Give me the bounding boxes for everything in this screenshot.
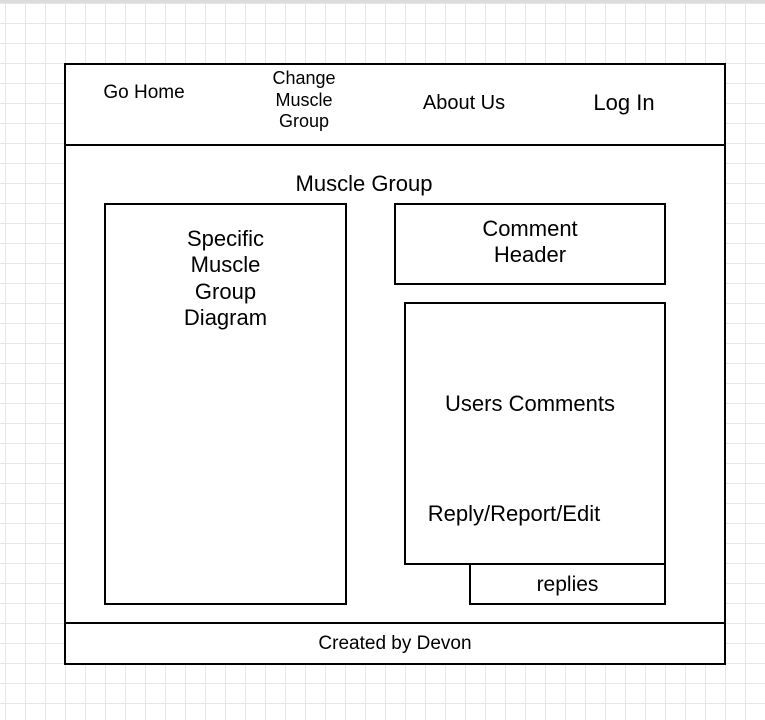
nav-change-muscle-group[interactable]: Change Muscle Group <box>272 68 336 132</box>
footer-credit: Created by Devon <box>318 633 472 654</box>
replies-box <box>469 563 666 605</box>
replies-label[interactable]: replies <box>536 573 599 596</box>
nav-bar <box>64 63 726 146</box>
muscle-diagram-box <box>104 203 347 605</box>
comment-header-box <box>394 203 666 285</box>
nav-log-in[interactable]: Log In <box>593 90 655 115</box>
nav-go-home[interactable]: Go Home <box>103 82 185 103</box>
users-comments-label: Users Comments <box>445 391 615 416</box>
nav-about-us[interactable]: About Us <box>422 92 506 114</box>
footer-box <box>64 622 726 665</box>
canvas-top-strip <box>0 0 765 3</box>
muscle-diagram-label: Specific Muscle Group Diagram <box>183 226 268 331</box>
comment-actions-label[interactable]: Reply/Report/Edit <box>427 501 601 526</box>
comment-header-label: Comment Header <box>482 216 578 268</box>
muscle-group-title: Muscle Group <box>295 171 433 196</box>
